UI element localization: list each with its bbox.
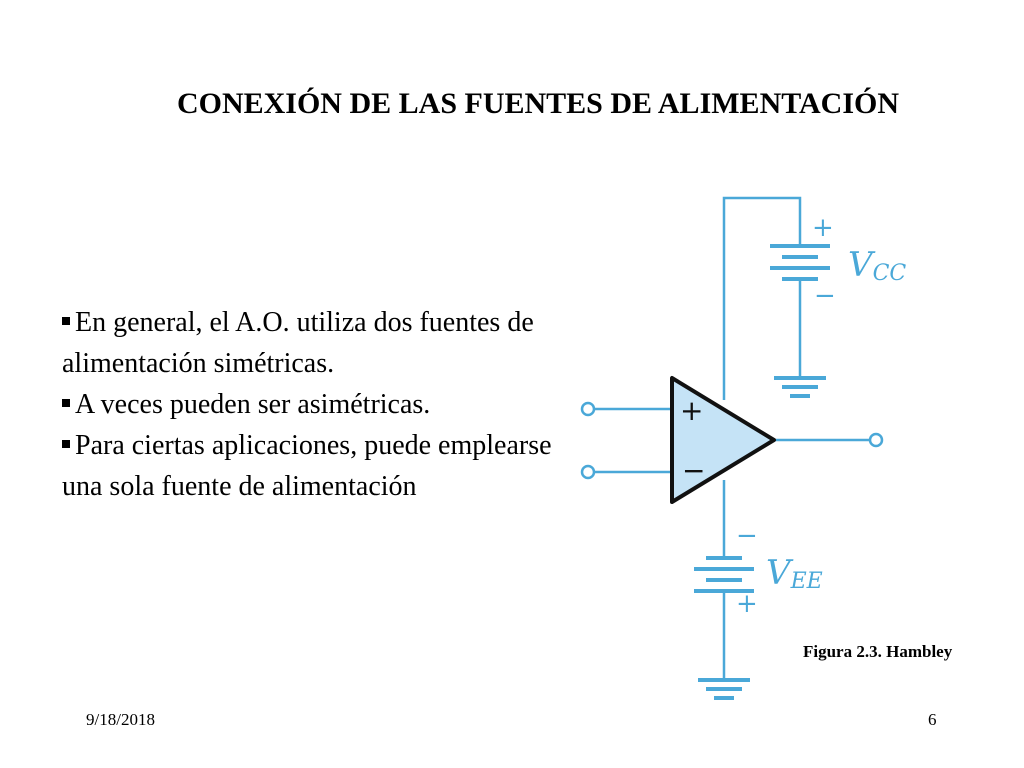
vee-battery (694, 556, 754, 593)
bullet-text: En general, el A.O. utiliza dos fuentes … (62, 307, 534, 379)
opamp-power-supply-diagram: + − VCC − + VEE + − (580, 196, 906, 700)
vee-plus-sign: + (736, 589, 758, 619)
vcc-plus-sign: + (812, 213, 834, 243)
bullet-item: En general, el A.O. utiliza dos fuentes … (62, 302, 562, 384)
bullet-item: Para ciertas aplicaciones, puede emplear… (62, 425, 562, 507)
ground-icon (774, 376, 826, 398)
vee-minus-sign: − (736, 521, 758, 551)
square-bullet-icon (62, 440, 70, 448)
bullet-list: En general, el A.O. utiliza dos fuentes … (62, 302, 562, 507)
square-bullet-icon (62, 399, 70, 407)
footer-date: 9/18/2018 (86, 710, 155, 729)
bullet-text: Para ciertas aplicaciones, puede emplear… (62, 430, 552, 502)
opamp-triangle (670, 376, 776, 504)
slide-title: CONEXIÓN DE LAS FUENTES DE ALIMENTACIÓN (176, 87, 900, 120)
vcc-label: VCC (848, 245, 906, 286)
vcc-minus-sign: − (814, 281, 836, 311)
bullet-text: A veces pueden ser asimétricas. (75, 389, 431, 420)
output-terminal[interactable] (868, 432, 884, 448)
opamp-plus-sign: + (680, 394, 703, 427)
inverting-input-terminal[interactable] (580, 464, 596, 480)
vcc-wire (722, 196, 802, 400)
vcc-battery (770, 244, 830, 281)
bullet-item: A veces pueden ser asimétricas. (62, 384, 562, 425)
noninverting-input-terminal[interactable] (580, 401, 596, 417)
figure-caption: Figura 2.3. Hambley (803, 642, 953, 661)
opamp-minus-sign: − (682, 454, 705, 487)
square-bullet-icon (62, 317, 70, 325)
ground-icon (698, 678, 750, 700)
footer-page-number: 6 (928, 710, 937, 729)
vee-label: VEE (766, 553, 823, 594)
